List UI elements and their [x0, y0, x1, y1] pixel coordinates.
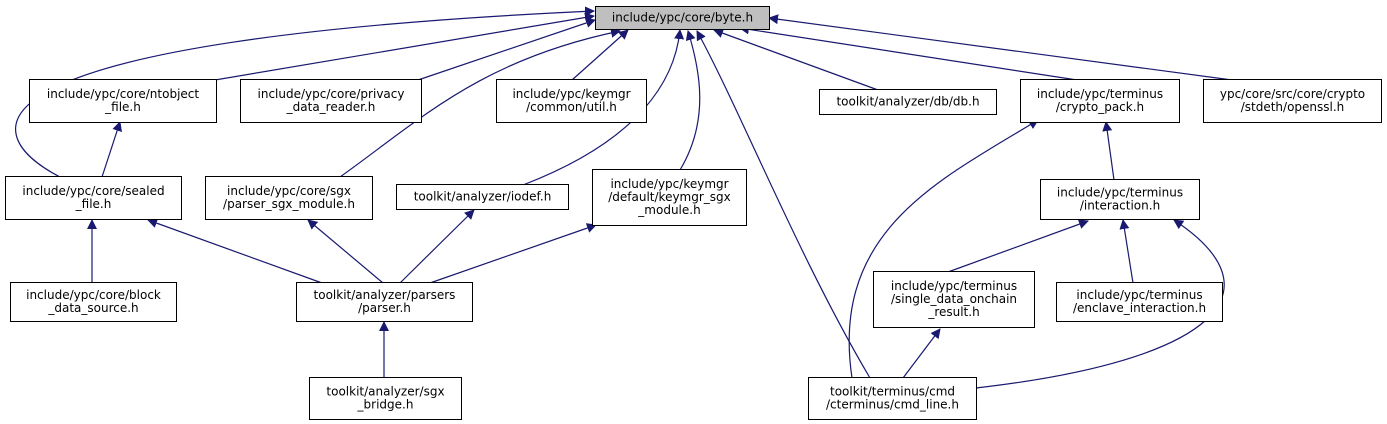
node-iodef[interactable]: toolkit/analyzer/iodef.h [396, 184, 569, 210]
node-label: include/ypc/keymgr [512, 87, 630, 101]
node-label: toolkit/analyzer/parsers [314, 288, 456, 302]
node-box [1056, 282, 1223, 322]
node-box [5, 176, 182, 220]
nodes: include/ypc/core/byte.h include/ypc/core/… [5, 6, 1382, 420]
node-label: include/ypc/terminus [1057, 186, 1183, 200]
node-label: _data_reader.h [286, 100, 376, 114]
node-box [29, 79, 217, 123]
edge-parser-to-keymgr_sgx [429, 223, 597, 284]
node-db[interactable]: toolkit/analyzer/db/db.h [819, 89, 997, 115]
node-label: toolkit/analyzer/sgx [326, 385, 444, 399]
node-block[interactable]: include/ypc/core/block_data_source.h [10, 282, 177, 322]
edge-cmd_line-to-byte [696, 30, 871, 379]
node-byte[interactable]: include/ypc/core/byte.h [595, 6, 770, 30]
node-crypto_pack[interactable]: include/ypc/terminus/crypto_pack.h [1020, 79, 1180, 123]
node-cmd_line[interactable]: toolkit/terminus/cmd/cterminus/cmd_line.… [808, 377, 977, 420]
edge-crypto_pack-to-byte [739, 24, 1078, 81]
node-label: ypc/core/src/core/crypto [1220, 87, 1365, 101]
edge-parser_sgx-to-byte [339, 27, 621, 178]
node-label: /enclave_interaction.h [1073, 301, 1206, 315]
node-label: /interaction.h [1080, 199, 1160, 213]
node-box [592, 169, 747, 226]
node-interaction[interactable]: include/ypc/terminus/interaction.h [1040, 179, 1200, 220]
node-single[interactable]: include/ypc/terminus/single_data_onchain… [873, 271, 1035, 328]
node-label: include/ypc/core/block [26, 288, 161, 302]
node-sealed[interactable]: include/ypc/core/sealed_file.h [5, 176, 182, 220]
node-label: include/ypc/core/ntobject [47, 87, 199, 101]
node-openssl[interactable]: ypc/core/src/core/crypto/stdeth/openssl.… [1203, 79, 1382, 123]
edge-sealed-to-ntobject [101, 121, 122, 178]
edge-interaction-to-crypto_pack [1102, 121, 1115, 181]
node-label: /common/util.h [526, 100, 617, 114]
node-label: /crypto_pack.h [1056, 100, 1144, 114]
node-label: /stdeth/openssl.h [1241, 100, 1345, 114]
edge-cmd_line-to-crypto_pack [848, 119, 1039, 379]
node-privacy[interactable]: include/ypc/core/privacy_data_reader.h [240, 79, 422, 123]
edge-db-to-byte [713, 28, 879, 91]
node-box [309, 377, 462, 420]
edge-keymgr_sgx-to-byte [679, 30, 701, 171]
node-box [296, 282, 473, 322]
node-box [1020, 79, 1180, 123]
edge-ntobject-to-byte [214, 12, 595, 81]
edge-parser-to-parser_sgx [307, 219, 384, 284]
node-box [819, 89, 997, 115]
node-box [496, 79, 647, 123]
node-parser_sgx[interactable]: include/ypc/core/sgx/parser_sgx_module.h [205, 176, 373, 220]
edge-single-to-interaction [947, 219, 1089, 273]
node-box [1203, 79, 1382, 123]
edges [15, 6, 1233, 389]
node-box [240, 79, 422, 123]
edge-privacy-to-byte [417, 18, 596, 81]
node-label: include/ypc/core/sgx [227, 184, 351, 198]
node-label: include/ypc/keymgr [610, 177, 728, 191]
node-label: _result.h [927, 305, 979, 319]
edge-keymgr_util-to-byte [571, 29, 629, 81]
node-label: toolkit/analyzer/iodef.h [414, 190, 552, 204]
node-label: include/ypc/terminus [1076, 288, 1202, 302]
node-label: /parser_sgx_module.h [223, 197, 355, 211]
edge-openssl-to-byte [768, 14, 1233, 81]
node-label: _file.h [75, 197, 112, 211]
node-keymgr_sgx[interactable]: include/ypc/keymgr/default/keymgr_sgx_mo… [592, 169, 747, 226]
node-label: toolkit/analyzer/db/db.h [836, 95, 979, 109]
node-label: include/ypc/terminus [1037, 87, 1163, 101]
node-label: /cterminus/cmd_line.h [826, 398, 959, 412]
node-label: _file.h [104, 100, 141, 114]
node-label: _data_source.h [47, 301, 138, 315]
node-enclave[interactable]: include/ypc/terminus/enclave_interaction… [1056, 282, 1223, 322]
node-box [595, 6, 770, 30]
node-label: /single_data_onchain [891, 292, 1017, 306]
node-sgx_bridge[interactable]: toolkit/analyzer/sgx_bridge.h [309, 377, 462, 420]
node-label: _bridge.h [357, 398, 414, 412]
node-ntobject[interactable]: include/ypc/core/ntobject_file.h [29, 79, 217, 123]
node-label: _module.h [637, 203, 700, 217]
node-label: include/ypc/terminus [891, 279, 1017, 293]
node-box [205, 176, 373, 220]
node-label: include/ypc/core/byte.h [612, 11, 753, 25]
node-label: /parser.h [358, 301, 411, 315]
node-label: include/ypc/core/privacy [258, 87, 405, 101]
node-keymgr_util[interactable]: include/ypc/keymgr/common/util.h [496, 79, 647, 123]
node-label: toolkit/terminus/cmd [830, 385, 955, 399]
node-parser[interactable]: toolkit/analyzer/parsers/parser.h [296, 282, 473, 322]
node-box [10, 282, 177, 322]
node-box [808, 377, 977, 420]
node-label: include/ypc/core/sealed [22, 184, 164, 198]
node-label: /default/keymgr_sgx [608, 190, 731, 204]
node-box [873, 271, 1035, 328]
node-box [1040, 179, 1200, 220]
edge-parser-to-sealed [147, 218, 323, 284]
node-box [396, 184, 569, 210]
edge-cmd_line-to-single [902, 328, 941, 379]
edge-parser-to-iodef [399, 209, 475, 284]
edge-enclave-to-interaction [1119, 219, 1134, 284]
